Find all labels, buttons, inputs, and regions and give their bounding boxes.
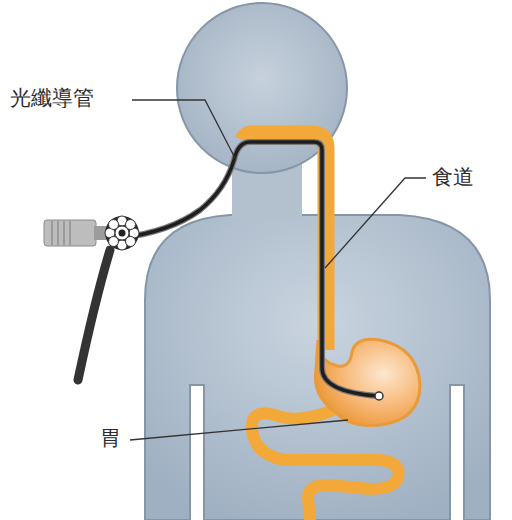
connector-ridges	[52, 221, 70, 245]
leader-line	[130, 420, 348, 440]
leader-line	[132, 100, 236, 160]
control-knob	[105, 216, 139, 250]
organ-label: 胃	[98, 426, 123, 451]
endoscope-tube	[78, 250, 110, 380]
connector-neck	[94, 226, 106, 240]
connector	[44, 220, 96, 246]
arm-gap	[190, 385, 204, 520]
endoscope-tube	[120, 142, 378, 396]
scope-label: 光纖導管	[8, 86, 96, 111]
esophagus	[243, 134, 326, 350]
organ-label: 食道	[430, 165, 476, 190]
leader-line	[325, 178, 426, 268]
endoscope-tube	[120, 142, 378, 396]
scope-tip	[375, 392, 383, 400]
arm-gap	[450, 385, 464, 520]
